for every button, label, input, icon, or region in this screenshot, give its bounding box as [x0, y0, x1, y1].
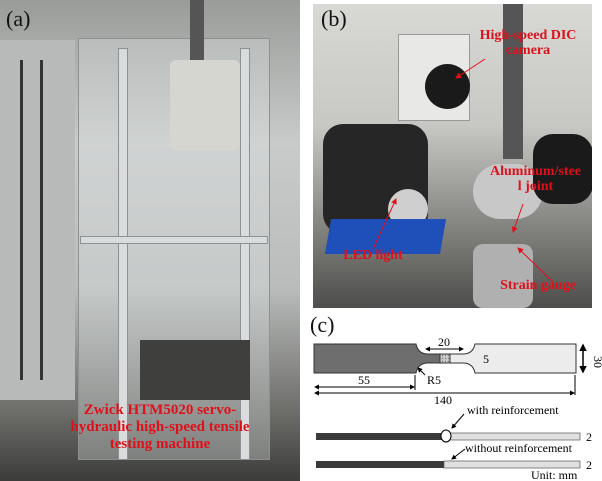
actuator: [170, 60, 240, 150]
aluminum-part: [449, 343, 577, 374]
unit-label: Unit: mm: [531, 468, 578, 481]
camera-lens: [425, 64, 470, 109]
arrow-gauge: [517, 247, 554, 283]
aluminum-sheet-without: [443, 460, 581, 469]
led-annotation: LED light: [343, 248, 403, 263]
steel-sheet-with: [316, 433, 444, 440]
steel-part: [313, 343, 441, 374]
cable: [40, 60, 43, 380]
thickness-2: 2: [586, 458, 592, 472]
thickness-1: 2: [586, 430, 592, 444]
panel-label-a: (a): [6, 6, 31, 31]
photo-test-setup: (b) High-speed DIC camera Aluminum/stee …: [313, 4, 592, 308]
r5-leader: [417, 367, 426, 376]
annotation-line: l joint: [517, 179, 554, 194]
second-light: [533, 134, 592, 204]
without-reinforcement-label: without reinforcement: [465, 441, 573, 455]
dim-r5: R5: [427, 373, 441, 387]
upper-grip: [473, 164, 543, 219]
machine-caption: Zwick HTM5020 servo- hydraulic high-spee…: [20, 402, 300, 453]
caption-line: hydraulic high-speed tensile: [70, 419, 250, 435]
photo-testing-machine: (a) Zwick HTM5020 servo- hydraulic high-…: [0, 0, 300, 481]
panel-label-c: (c): [310, 312, 335, 337]
annotation-line: Aluminum/stee: [490, 164, 581, 179]
annotation-arrows: [372, 58, 554, 283]
side-column: [0, 40, 75, 400]
caption-line: testing machine: [109, 436, 211, 452]
gauge-annotation: Strain gauge: [500, 278, 576, 293]
without-leader: [451, 448, 466, 460]
frame-post: [240, 48, 250, 460]
weld-reinforcement: [440, 429, 452, 443]
loading-rod: [503, 4, 523, 159]
arrow-joint: [511, 203, 524, 233]
lower-grip: [473, 244, 533, 308]
camera-annotation: High-speed DIC camera: [463, 28, 592, 58]
panel-label-b: (b): [321, 6, 347, 31]
frame-bar: [80, 236, 268, 244]
cable: [20, 60, 23, 380]
steel-sheet-without: [316, 461, 444, 468]
base: [140, 340, 250, 400]
with-leader: [451, 413, 465, 429]
rod: [190, 0, 204, 60]
dim-5: 5: [483, 352, 489, 366]
dim-140: 140: [434, 393, 452, 407]
dim-55: 55: [358, 373, 370, 387]
dim-30: 30: [591, 356, 602, 368]
annotation-line: camera: [505, 43, 551, 58]
arrow-led: [372, 198, 397, 250]
frame-post: [118, 48, 128, 460]
weld-zone: [439, 353, 451, 364]
annotation-line: High-speed DIC: [479, 28, 577, 43]
caption-line: Zwick HTM5020 servo-: [83, 402, 237, 418]
dim-20: 20: [438, 335, 450, 349]
aluminum-sheet-with: [443, 432, 581, 441]
arrow-camera: [455, 58, 486, 79]
with-reinforcement-label: with reinforcement: [467, 403, 559, 417]
joint-annotation: Aluminum/stee l joint: [473, 164, 592, 194]
